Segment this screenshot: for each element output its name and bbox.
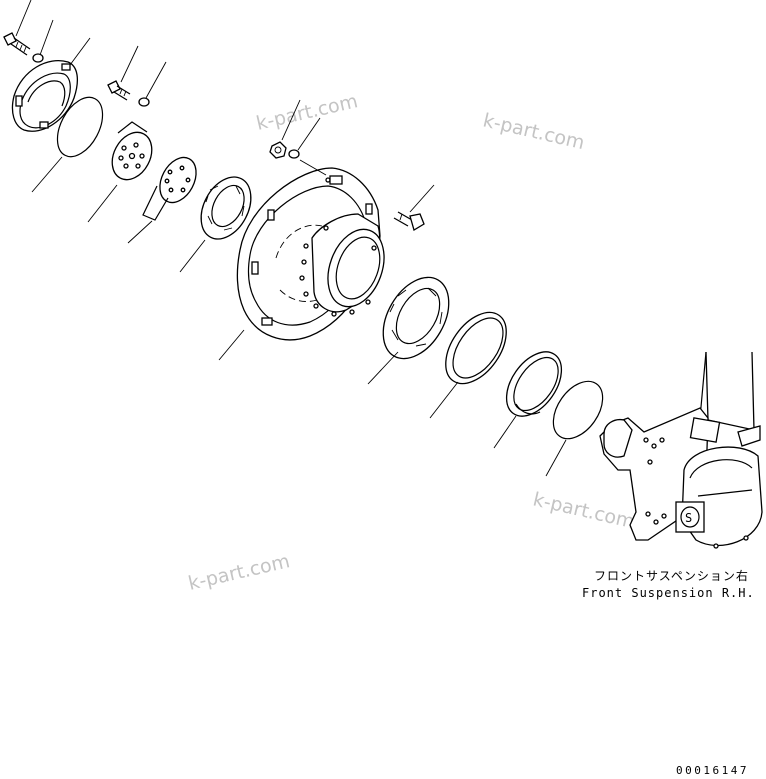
seal-collar	[505, 351, 563, 417]
leader-line	[15, 0, 32, 37]
leader-line	[299, 159, 327, 176]
bearing-outer	[382, 276, 450, 360]
leader-line	[297, 117, 321, 151]
hub-bolt	[393, 211, 425, 231]
leader-line	[120, 45, 139, 83]
leader-line	[39, 19, 54, 56]
leader-line	[429, 381, 459, 419]
watermark: k-part.com	[531, 488, 637, 533]
leader-line	[493, 415, 517, 449]
drain-plug-mark: S	[685, 511, 693, 525]
caption-japanese: フロントサスペンション右	[594, 568, 749, 583]
watermark: k-part.com	[481, 109, 587, 154]
leader-line	[31, 156, 63, 193]
leader-line	[367, 351, 399, 385]
washer-2	[138, 97, 150, 107]
leader-line	[281, 99, 301, 141]
hub-nut	[269, 141, 287, 159]
caption-english: Front Suspension R.H.	[582, 586, 755, 600]
drawing-number: 00016147	[676, 764, 749, 777]
front-suspension: S	[599, 351, 763, 549]
leader-line	[409, 184, 435, 213]
leader-line	[145, 61, 167, 99]
leader-line	[87, 184, 118, 223]
washer-1	[32, 53, 44, 63]
oil-seal	[445, 311, 507, 385]
leader-line	[69, 37, 91, 66]
watermark: k-part.com	[186, 550, 292, 595]
callout-bracket	[142, 185, 169, 221]
callout-bracket	[117, 121, 148, 134]
retainer-plate	[111, 131, 153, 181]
wheel-hub	[236, 167, 385, 341]
leader-line	[545, 439, 567, 477]
leader-line	[127, 220, 153, 244]
hub-washer	[288, 149, 300, 159]
watermark: k-part.com	[254, 90, 360, 135]
bearing-inner	[200, 176, 252, 240]
shim	[159, 156, 197, 204]
bolt-1	[3, 32, 31, 56]
o-ring-2	[552, 380, 604, 440]
bolt-2	[107, 80, 131, 101]
hub-cover	[11, 60, 79, 132]
leader-line	[218, 329, 245, 361]
o-ring-1	[56, 96, 104, 158]
leader-line	[179, 239, 206, 273]
